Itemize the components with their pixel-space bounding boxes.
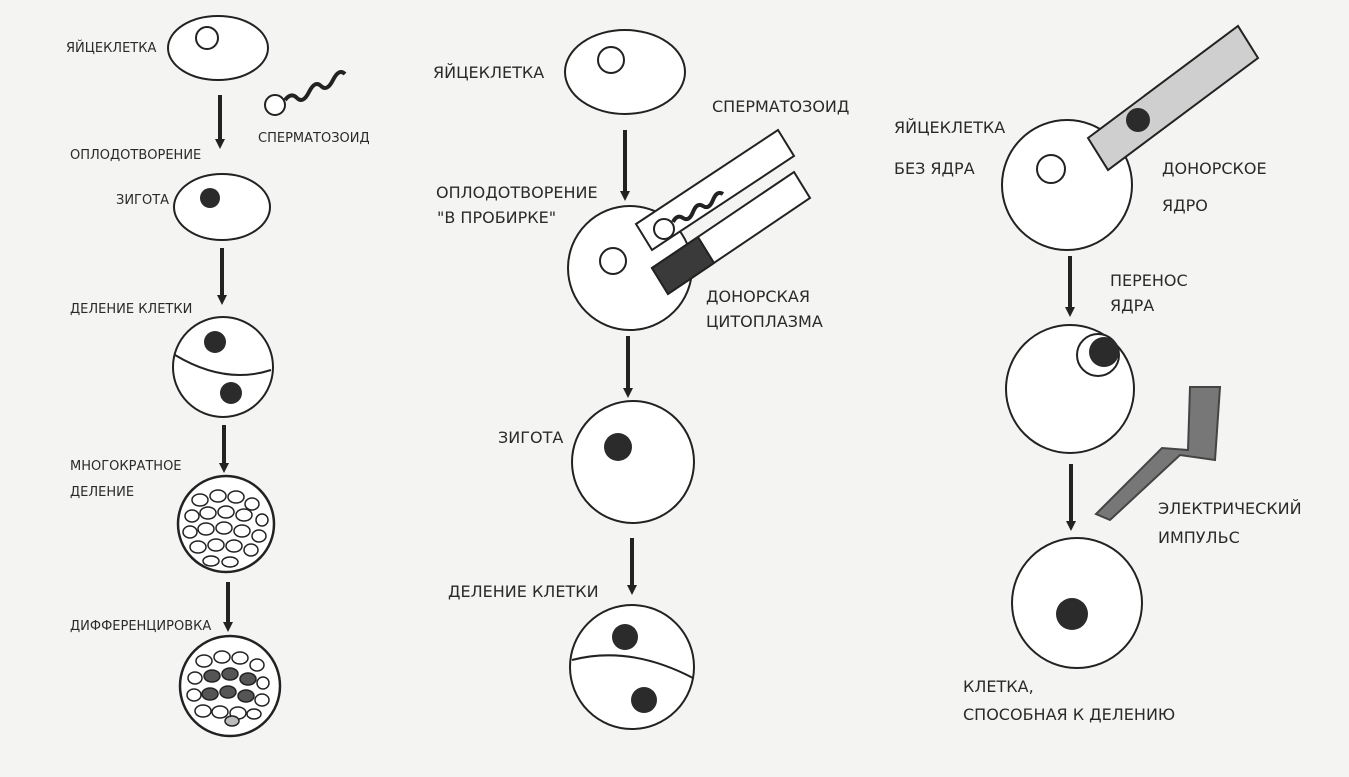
label-transfer-2: ЯДРА: [1110, 296, 1154, 315]
egg-cell: [167, 15, 269, 81]
sperm-icon: [671, 190, 725, 223]
transferred-nucleus: [1089, 337, 1119, 367]
label-impulse-2: ИМПУЛЬС: [1158, 528, 1240, 547]
morula-cluster: [176, 474, 276, 574]
label-donor-nucleus-1: ДОНОРСКОЕ: [1162, 159, 1267, 178]
label-transfer-1: ПЕРЕНОС: [1110, 271, 1188, 290]
label-multiple-division-2: ДЕЛЕНИЕ: [70, 485, 134, 500]
sperm-pipette: [634, 128, 796, 252]
result-nucleus: [1056, 598, 1088, 630]
divided-cell: [172, 316, 274, 418]
label-donor-nucleus-2: ЯДРО: [1162, 196, 1208, 215]
differentiated-cluster: [178, 634, 282, 738]
label-fertilization: ОПЛОДОТВОРЕНИЕ: [70, 148, 201, 163]
label-division: ДЕЛЕНИЕ КЛЕТКИ: [448, 582, 599, 601]
label-sperm: СПЕРМАТОЗОИД: [712, 97, 849, 116]
label-egg-without-nucleus-1: ЯЙЦЕКЛЕТКА: [894, 118, 1005, 137]
lightning-bolt-icon: [1094, 386, 1222, 522]
label-zygote: ЗИГОТА: [116, 193, 169, 208]
label-impulse-1: ЭЛЕКТРИЧЕСКИЙ: [1158, 499, 1302, 518]
egg-nucleus: [597, 46, 625, 74]
label-result-1: КЛЕТКА,: [963, 677, 1034, 696]
donor-nucleus-pipette: [1086, 24, 1260, 172]
donor-nucleus: [1126, 108, 1150, 132]
egg-nucleus: [195, 26, 219, 50]
empty-nucleus-space: [1036, 154, 1066, 184]
zygote-cell: [173, 173, 271, 241]
label-egg: ЯЙЦЕКЛЕТКА: [433, 63, 544, 82]
panel-nuclear-transfer: ЯЙЦЕКЛЕТКА БЕЗ ЯДРА ДОНОРСКОЕ ЯДРО ПЕРЕН…: [894, 24, 1302, 724]
label-sperm: СПЕРМАТОЗОИД: [258, 131, 370, 146]
zygote-cell: [571, 400, 695, 524]
cytoplasm-pipette: [650, 170, 812, 296]
zygote-nucleus: [200, 188, 220, 208]
egg-nucleus: [599, 247, 627, 275]
label-multiple-division-1: МНОГОКРАТНОЕ: [70, 459, 182, 474]
label-zygote: ЗИГОТА: [498, 428, 563, 447]
label-egg-without-nucleus-2: БЕЗ ЯДРА: [894, 159, 975, 178]
zygote-nucleus: [604, 433, 632, 461]
label-differentiation: ДИФФЕРЕНЦИРОВКА: [70, 619, 211, 634]
label-egg: ЯЙЦЕКЛЕТКА: [66, 40, 156, 56]
panel-ivf: ЯЙЦЕКЛЕТКА СПЕРМАТОЗОИД ОПЛОДОТВОРЕНИЕ "…: [433, 29, 849, 730]
label-fertilization-2: "В ПРОБИРКЕ": [437, 208, 556, 227]
panel-natural: ЯЙЦЕКЛЕТКА СПЕРМАТОЗОИД ОПЛОДОТВОРЕНИЕ З…: [66, 15, 370, 738]
label-division: ДЕЛЕНИЕ КЛЕТКИ: [70, 302, 192, 317]
label-donor-cytoplasm-1: ДОНОРСКАЯ: [706, 287, 810, 306]
label-donor-cytoplasm-2: ЦИТОПЛАЗМА: [706, 312, 823, 331]
sperm-icon: [264, 70, 347, 116]
label-result-2: СПОСОБНАЯ К ДЕЛЕНИЮ: [963, 705, 1175, 724]
divided-cell: [569, 604, 695, 730]
label-fertilization-1: ОПЛОДОТВОРЕНИЕ: [436, 183, 598, 202]
egg-cell: [564, 29, 686, 115]
